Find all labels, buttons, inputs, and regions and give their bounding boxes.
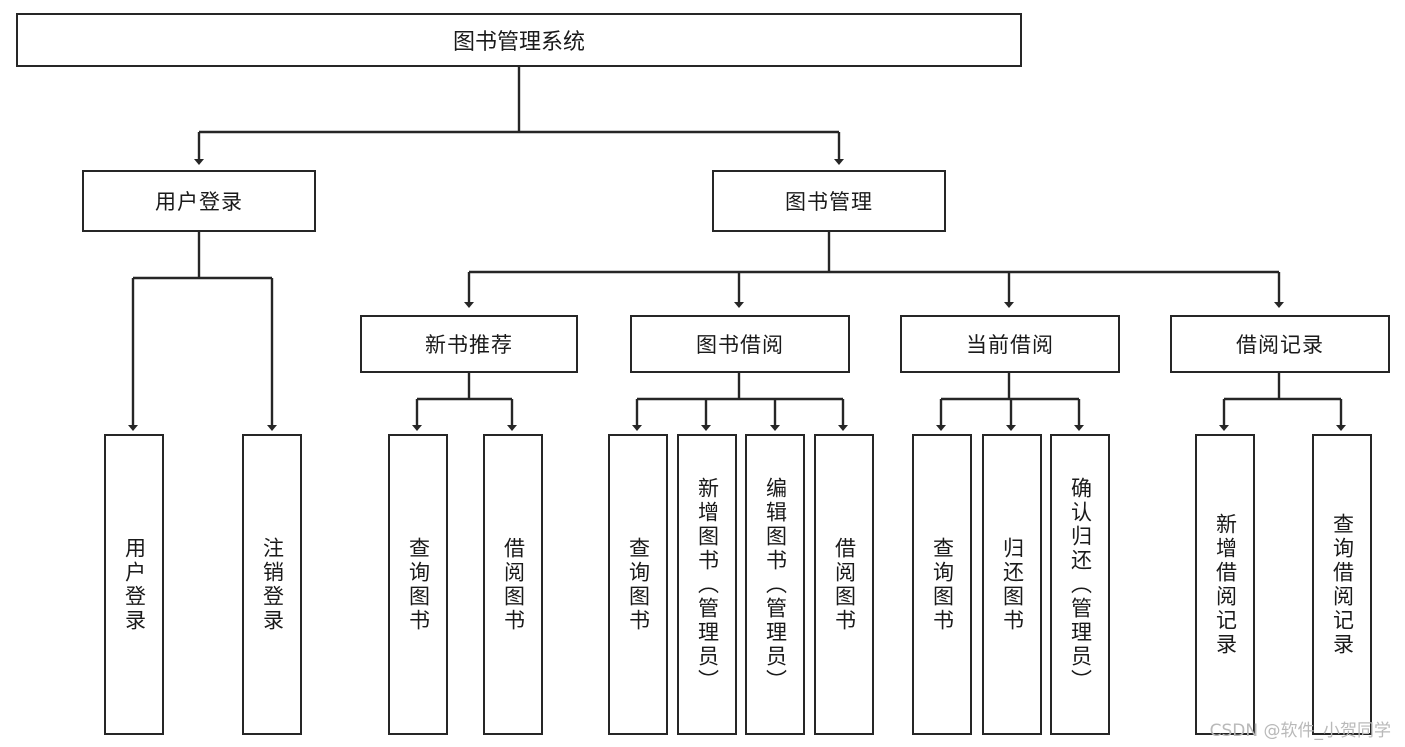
leaf-query-book-current[interactable]: 查询图书 xyxy=(912,434,972,735)
leaf-borrow-book[interactable]: 借阅图书 xyxy=(814,434,874,735)
node-root-system[interactable]: 图书管理系统 xyxy=(16,13,1022,67)
node-book-borrow[interactable]: 图书借阅 xyxy=(630,315,850,373)
watermark-text: CSDN @软件_小贺同学 xyxy=(1209,721,1391,741)
leaf-label: 注销登录 xyxy=(260,536,285,633)
node-user-login[interactable]: 用户登录 xyxy=(82,170,316,232)
leaf-label: 编辑图书（管理员） xyxy=(763,476,788,693)
leaf-confirm-return-admin[interactable]: 确认归还（管理员） xyxy=(1050,434,1110,735)
leaf-add-book-admin[interactable]: 新增图书（管理员） xyxy=(677,434,737,735)
leaf-label: 查询图书 xyxy=(626,536,651,633)
leaf-query-borrow-record[interactable]: 查询借阅记录 xyxy=(1312,434,1372,735)
leaf-query-book-borrow[interactable]: 查询图书 xyxy=(608,434,668,735)
leaf-label: 查询借阅记录 xyxy=(1330,512,1355,657)
leaf-edit-book-admin[interactable]: 编辑图书（管理员） xyxy=(745,434,805,735)
leaf-label: 查询图书 xyxy=(930,536,955,633)
leaf-label: 用户登录 xyxy=(122,536,147,633)
leaf-label: 借阅图书 xyxy=(832,536,857,633)
leaf-label: 新增图书（管理员） xyxy=(695,476,720,693)
leaf-label: 查询图书 xyxy=(406,536,431,633)
leaf-query-book-recommend[interactable]: 查询图书 xyxy=(388,434,448,735)
leaf-label: 新增借阅记录 xyxy=(1213,512,1238,657)
leaf-user-login[interactable]: 用户登录 xyxy=(104,434,164,735)
leaf-add-borrow-record[interactable]: 新增借阅记录 xyxy=(1195,434,1255,735)
leaf-return-book[interactable]: 归还图书 xyxy=(982,434,1042,735)
leaf-logout[interactable]: 注销登录 xyxy=(242,434,302,735)
leaf-label: 确认归还（管理员） xyxy=(1068,476,1093,693)
leaf-label: 归还图书 xyxy=(1000,536,1025,633)
leaf-label: 借阅图书 xyxy=(501,536,526,633)
node-new-book-recommend[interactable]: 新书推荐 xyxy=(360,315,578,373)
node-current-borrow[interactable]: 当前借阅 xyxy=(900,315,1120,373)
node-book-management[interactable]: 图书管理 xyxy=(712,170,946,232)
leaf-borrow-book-recommend[interactable]: 借阅图书 xyxy=(483,434,543,735)
node-borrow-record[interactable]: 借阅记录 xyxy=(1170,315,1390,373)
